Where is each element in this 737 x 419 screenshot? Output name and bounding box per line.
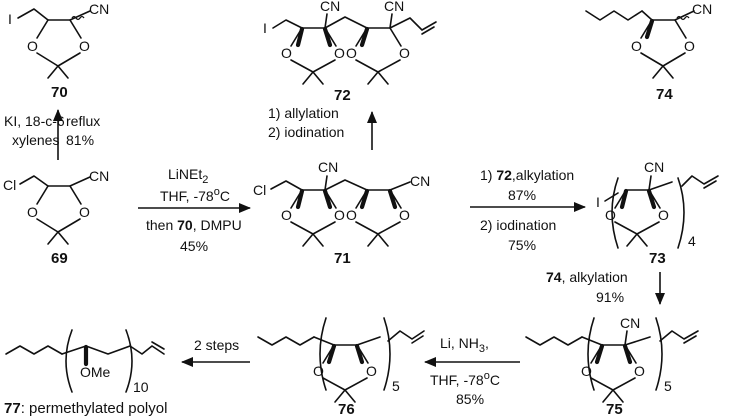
- nitrile-label-70: CN: [89, 1, 109, 17]
- repeat-bracket-left-75: [587, 317, 595, 391]
- compound-label-77: 77: permethylated polyol: [4, 400, 167, 417]
- compound-70: I CN O O 70: [8, 1, 109, 101]
- oxygen-75-2: O: [634, 363, 645, 379]
- oxygen-left-69: O: [27, 204, 38, 220]
- oxygen-right-69: O: [79, 204, 90, 220]
- compound-label-70: 70: [51, 84, 68, 101]
- condition-reflux: reflux: [66, 113, 100, 129]
- nitrile-label-69: CN: [89, 168, 109, 184]
- repeat-bracket-right-77: [125, 329, 133, 393]
- compound-71: Cl CN CN O O O O 71: [253, 159, 430, 267]
- condition-thf-78c: THF, -78oC: [160, 186, 230, 204]
- repeat-count-77: 10: [133, 379, 149, 395]
- condition-ki-18c6: KI, 18-c-6: [4, 113, 65, 129]
- condition-72-alkylation: 1) 72,alkylation: [480, 167, 574, 183]
- reaction-arrow-76-to-77: 2 steps: [181, 337, 250, 367]
- condition-li-nh3: Li, NH3,: [440, 335, 489, 355]
- chlorine-atom-71: Cl: [253, 182, 266, 198]
- iodine-atom-72: I: [263, 20, 267, 36]
- repeat-bracket-left-77: [65, 329, 73, 393]
- compound-72: I CN CN O O O O 72: [263, 0, 437, 104]
- oxygen-72-4: O: [399, 45, 410, 61]
- yield-73: 75%: [508, 237, 536, 253]
- repeat-bracket-left-76: [319, 317, 327, 391]
- yield-75: 91%: [596, 289, 624, 305]
- reaction-arrow-73-to-75: 74, alkylation 91%: [546, 269, 665, 305]
- compound-69: Cl CN O O 69: [3, 168, 109, 267]
- oxygen-76-1: O: [313, 363, 324, 379]
- reaction-arrow-71-to-73: 1) 72,alkylation 87% 2) iodination 75%: [470, 167, 586, 253]
- nitrile-label-72b: CN: [384, 0, 404, 14]
- compound-74: CN O O 74: [585, 1, 712, 103]
- compound-label-69: 69: [51, 250, 68, 267]
- condition-then-70-dmpu: then 70, DMPU: [146, 217, 242, 233]
- oxygen-75-1: O: [581, 363, 592, 379]
- nitrile-label-71a: CN: [318, 159, 338, 175]
- reaction-arrow-75-to-76: Li, NH3, THF, -78oC 85%: [424, 335, 520, 407]
- compound-label-75: 75: [606, 401, 623, 418]
- nitrile-label-74: CN: [692, 1, 712, 17]
- condition-2-steps: 2 steps: [194, 337, 239, 353]
- condition-thf-78c-76: THF, -78oC: [430, 370, 500, 388]
- oxygen-right-70: O: [79, 38, 90, 54]
- nitrile-label-72a: CN: [320, 0, 340, 14]
- reaction-arrow-71-to-72: 1) allylation 2) iodination: [268, 105, 377, 150]
- oxygen-71-2: O: [334, 207, 345, 223]
- chlorine-atom-69: Cl: [3, 177, 16, 193]
- nitrile-label-71b: CN: [410, 173, 430, 189]
- compound-73: I CN O O 4 73: [596, 159, 719, 267]
- oxygen-72-2: O: [334, 45, 345, 61]
- reaction-arrow-69-to-71: LiNEt2 THF, -78oC then 70, DMPU 45%: [138, 166, 251, 254]
- nitrile-label-73: CN: [644, 159, 664, 175]
- yield-76: 85%: [456, 391, 484, 407]
- condition-xylenes: xylenes: [12, 132, 59, 148]
- oxygen-76-2: O: [366, 363, 377, 379]
- condition-74-alkylation: 74, alkylation: [546, 269, 628, 285]
- repeat-bracket-right-73: [677, 177, 685, 249]
- yield-71: 45%: [180, 238, 208, 254]
- oxygen-71-4: O: [399, 207, 410, 223]
- compound-label-73: 73: [649, 250, 666, 267]
- compound-label-71: 71: [334, 250, 351, 267]
- oxygen-73-2: O: [658, 207, 669, 223]
- condition-allylation: 1) allylation: [268, 105, 339, 121]
- oxygen-72-1: O: [281, 45, 292, 61]
- oxygen-71-3: O: [346, 207, 357, 223]
- compound-75: CN O O 5 75: [525, 315, 699, 418]
- repeat-count-76: 5: [392, 378, 400, 394]
- repeat-bracket-right-75: [655, 317, 663, 391]
- oxygen-left-70: O: [27, 38, 38, 54]
- compound-77: OMe 10 77: permethylated polyol: [4, 329, 167, 417]
- compound-label-72: 72: [334, 87, 351, 104]
- oxygen-73-1: O: [605, 207, 616, 223]
- compound-label-74: 74: [656, 86, 673, 103]
- repeat-count-73: 4: [688, 233, 696, 249]
- yield-70: 81%: [66, 132, 94, 148]
- methoxy-label-77: OMe: [80, 364, 111, 380]
- repeat-bracket-right-76: [383, 317, 391, 391]
- oxygen-71-1: O: [281, 207, 292, 223]
- repeat-bracket-left-73: [611, 177, 619, 249]
- repeat-count-75: 5: [664, 378, 672, 394]
- compound-label-76: 76: [338, 401, 355, 418]
- iodine-atom-73: I: [596, 194, 600, 210]
- oxygen-72-3: O: [346, 45, 357, 61]
- iodine-atom-70: I: [8, 11, 12, 27]
- compound-76: O O 5 76: [257, 317, 425, 418]
- oxygen-left-74: O: [631, 38, 642, 54]
- reaction-arrow-69-to-70: KI, 18-c-6 xylenes reflux 81%: [4, 109, 100, 160]
- condition-iodination-72: 2) iodination: [268, 124, 344, 140]
- condition-iodination-73: 2) iodination: [480, 217, 556, 233]
- nitrile-label-75: CN: [620, 315, 640, 331]
- condition-linet2: LiNEt2: [168, 166, 208, 186]
- oxygen-right-74: O: [684, 38, 695, 54]
- stereo-wedges: [295, 18, 657, 365]
- yield-alkylation-73: 87%: [508, 187, 536, 203]
